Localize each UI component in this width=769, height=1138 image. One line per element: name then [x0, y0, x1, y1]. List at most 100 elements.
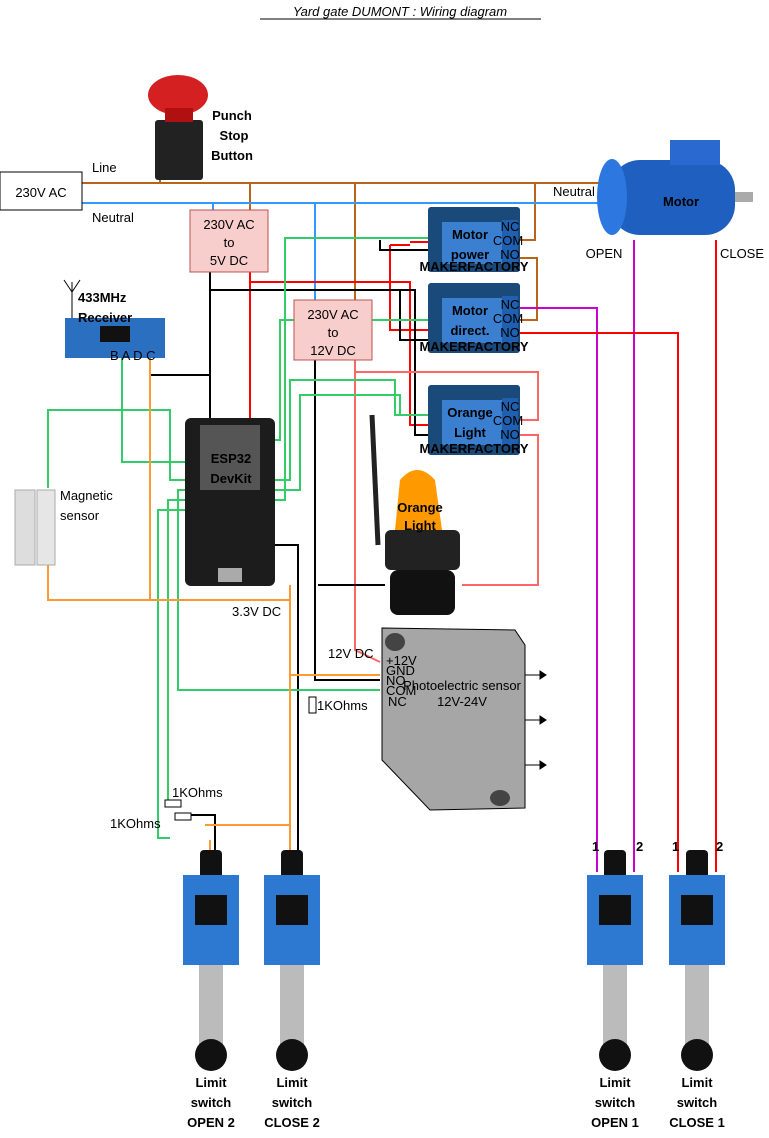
- switch-label: Limit: [195, 1075, 227, 1090]
- wire-receiver-signal: [121, 355, 185, 463]
- converter-12v: 230V AC to 12V DC: [293, 299, 373, 361]
- photo-pin: GND: [386, 663, 415, 678]
- terminal-no: NO: [500, 247, 520, 262]
- relay-label: Light: [454, 425, 486, 440]
- esp32-label-1: ESP32: [211, 451, 251, 466]
- switch-label: switch: [595, 1095, 636, 1110]
- wires: [47, 170, 717, 872]
- terminal-com: COM: [493, 311, 523, 326]
- relay-motor-power: Motor power NC COM NO MAKERFACTORY: [419, 207, 529, 274]
- converter-5v-line-2: to: [224, 235, 235, 250]
- wire-switch-close2: [157, 509, 185, 839]
- relay-label: direct.: [450, 323, 489, 338]
- switch-label: switch: [272, 1095, 313, 1110]
- power-source-box: [0, 171, 83, 211]
- limit-switch-open-1: Limit switch OPEN 1: [587, 850, 643, 1130]
- photo-label-1: Photoelectric sensor: [403, 678, 521, 693]
- neutral-motor-label: Neutral: [553, 184, 595, 199]
- receiver-label-1: 433MHz: [78, 290, 127, 305]
- receiver-pins: B A D C: [110, 348, 156, 363]
- relay-brand: MAKERFACTORY: [419, 339, 528, 354]
- label-12v: 12V DC: [328, 646, 374, 661]
- motor: Motor OPEN CLOSE: [586, 140, 764, 261]
- converter-12v-line-3: 12V DC: [310, 343, 356, 358]
- wire-5v-relay-direct: [389, 245, 430, 331]
- photoelectric-sensor: +12V GND NO COM NC Photoelectric sensor …: [381, 627, 547, 811]
- receiver-label-2: Receiver: [78, 310, 132, 325]
- label-resistor-1: 1KOhms: [172, 785, 223, 800]
- switch-label: CLOSE 1: [669, 1115, 725, 1130]
- orange-light: Orange Light: [369, 414, 460, 615]
- wire-motor-direct-no: [520, 332, 679, 872]
- wire-signal-extra: [275, 394, 401, 491]
- line-label: Line: [92, 160, 117, 175]
- resistor-2: [174, 812, 192, 821]
- wire-relay-power-signal: [275, 237, 430, 501]
- relay-label: Motor: [452, 303, 488, 318]
- wire-switch-open2: [167, 499, 185, 806]
- wire-gnd-switch: [275, 544, 299, 855]
- relay-label: power: [451, 247, 489, 262]
- orange-light-label-1: Orange: [397, 500, 443, 515]
- magnetic-label-2: sensor: [60, 508, 100, 523]
- limit-switch-close-2: Limit switch CLOSE 2: [264, 850, 320, 1130]
- switch-label: Limit: [599, 1075, 631, 1090]
- terminal-nc: NC: [501, 219, 520, 234]
- switch-pin-label: 1: [672, 839, 679, 854]
- limit-switch-open-2: Limit switch OPEN 2: [183, 850, 239, 1130]
- wire-line-relay-power: [520, 183, 536, 241]
- power-source-label: 230V AC: [15, 185, 66, 200]
- switch-pin-label: 1: [592, 839, 599, 854]
- stop-button-label-2: Stop: [220, 128, 249, 143]
- wire-gnd-relays: [210, 289, 430, 436]
- esp32-devkit: ESP32 DevKit: [185, 418, 275, 586]
- switch-label: switch: [191, 1095, 232, 1110]
- photo-pin: NC: [388, 694, 407, 709]
- diagram-title: Yard gate DUMONT : Wiring diagram: [293, 4, 507, 19]
- terminal-nc: NC: [501, 399, 520, 414]
- wire-light-out: [462, 434, 539, 586]
- label-resistor-3: 1KOhms: [317, 698, 368, 713]
- switch-label: OPEN 1: [591, 1115, 639, 1130]
- limit-switch-close-1: Limit switch CLOSE 1: [669, 850, 725, 1130]
- converter-5v-line-1: 230V AC: [203, 217, 254, 232]
- motor-close-label: CLOSE: [720, 246, 764, 261]
- orange-light-label-2: Light: [404, 518, 436, 533]
- neutral-label: Neutral: [92, 210, 134, 225]
- wire-3v3-magnetic: [47, 565, 150, 601]
- wire-gnd-12v: [314, 360, 380, 681]
- relay-label: Motor: [452, 227, 488, 242]
- wire-relay-power-direct: [520, 257, 538, 321]
- converter-12v-line-2: to: [328, 325, 339, 340]
- wire-gnd-relay-direct: [399, 290, 430, 341]
- switch-label: OPEN 2: [187, 1115, 235, 1130]
- relay-orange-light: Orange Light NC COM NO MAKERFACTORY: [419, 385, 529, 456]
- wire-magnetic-signal: [47, 409, 185, 488]
- magnetic-sensor: Magnetic sensor: [14, 488, 113, 566]
- arrow-icons: [525, 670, 547, 770]
- resistor-3: [308, 696, 317, 714]
- stop-button-label-1: Punch: [212, 108, 252, 123]
- relay-label: Orange: [447, 405, 493, 420]
- wire-12v-light-relay: [355, 371, 539, 421]
- esp32-label-2: DevKit: [210, 471, 252, 486]
- wire-12v-photo: [354, 360, 381, 663]
- relay-motor-direction: Motor direct. NC COM NO MAKERFACTORY: [419, 283, 529, 354]
- converter-12v-line-1: 230V AC: [307, 307, 358, 322]
- switch-label: switch: [677, 1095, 718, 1110]
- converter-5v: 230V AC to 5V DC: [189, 209, 269, 273]
- photo-pin: COM: [386, 683, 416, 698]
- switch-pin-label: 2: [716, 839, 723, 854]
- wire-5v-relays: [250, 281, 430, 426]
- rf-receiver: 433MHz Receiver B A D C: [63, 279, 165, 363]
- label-resistor-2: 1KOhms: [110, 816, 161, 831]
- punch-stop-button: Punch Stop Button: [148, 75, 253, 180]
- switch-label: CLOSE 2: [264, 1115, 320, 1130]
- resistor-1: [164, 799, 182, 808]
- motor-open-label: OPEN: [586, 246, 623, 261]
- photo-pin: NO: [386, 673, 406, 688]
- terminal-com: COM: [493, 233, 523, 248]
- relay-brand: MAKERFACTORY: [419, 441, 528, 456]
- wire-gnd-switch-open2: [190, 814, 216, 855]
